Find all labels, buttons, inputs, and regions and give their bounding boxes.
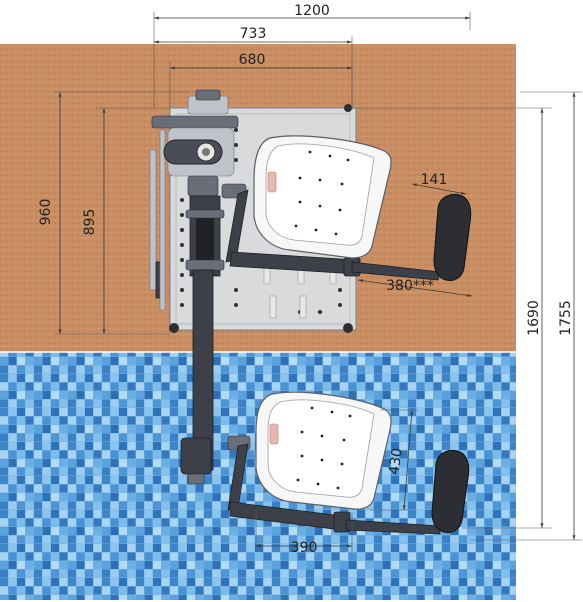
label-390: 390 (291, 540, 318, 556)
seat-arm-lower (227, 435, 441, 535)
label-960: 960 (38, 199, 54, 226)
dim-mount-height: 960 (38, 91, 190, 335)
upper-mast (185, 195, 225, 277)
seat-lower[interactable] (255, 391, 392, 510)
label-380: 380*** (386, 278, 434, 294)
label-141: 141 (421, 172, 448, 188)
dim-reach-to-water: 1690 (352, 107, 552, 529)
seat-arm-upper (221, 183, 441, 281)
footrest-lower[interactable] (431, 450, 470, 533)
label-1200: 1200 (294, 3, 330, 19)
dim-seat-width: 390 (255, 510, 353, 556)
dim-overall-width: 1200 (153, 3, 471, 108)
seat-upper[interactable] (253, 135, 392, 259)
label-1690: 1690 (526, 300, 542, 336)
dim-arm-reach: 380*** (357, 278, 473, 297)
dim-seat-depth: 430 (370, 409, 418, 511)
label-1755: 1755 (558, 300, 574, 336)
label-733: 733 (240, 26, 267, 42)
lift-boom (180, 269, 214, 485)
label-680: 680 (239, 52, 266, 68)
label-895: 895 (82, 209, 98, 236)
side-rods (149, 129, 166, 311)
dim-footrest-width: 141 (411, 172, 467, 195)
label-430: 430 (386, 447, 406, 476)
dim-base-height: 895 (82, 107, 170, 334)
dim-base-width: 680 (169, 52, 353, 108)
motor-assembly (151, 89, 239, 197)
dim-total-reach: 1755 (470, 91, 582, 541)
